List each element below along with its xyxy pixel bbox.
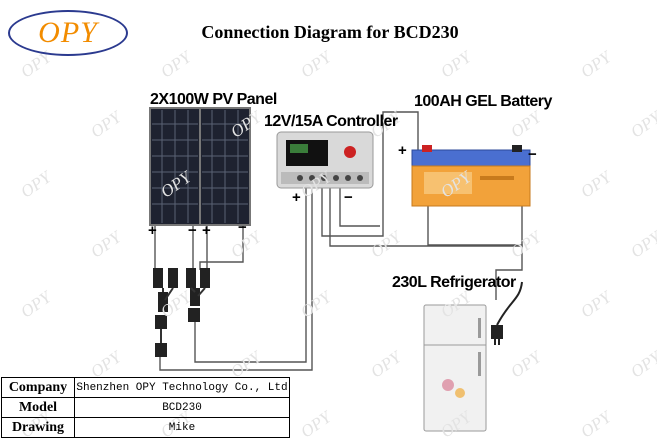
pv-panel-right [199,107,251,226]
panel-left-minus-sign: − [188,222,197,239]
info-key: Drawing [1,417,75,438]
refrigerator-label: 230L Refrigerator [392,274,516,291]
info-value: Mike [74,417,290,438]
battery-plus-sign: + [398,142,407,159]
controller-label: 12V/15A Controller [264,113,398,130]
logo-text: OPY [38,16,98,49]
battery-minus-sign: − [528,146,537,163]
table-row: Company Shenzhen OPY Technology Co., Ltd [1,377,290,398]
info-key: Model [1,397,75,418]
page-title: Connection Diagram for BCD230 [201,22,459,42]
info-key: Company [1,377,75,398]
table-row: Drawing Mike [1,417,290,438]
wire-pv-plus-to-controller [159,188,313,371]
wire-pv-minus-to-controller [194,188,307,363]
charge-controller [276,131,374,189]
info-value: Shenzhen OPY Technology Co., Ltd [74,377,290,398]
panel-right-minus-sign: − [238,219,247,236]
power-plug [491,281,523,345]
gel-battery [411,145,531,207]
panel-left-plus-sign: + [148,222,157,239]
controller-minus-sign: − [344,189,353,206]
table-row: Model BCD230 [1,397,290,418]
wire-controller-load [339,188,380,227]
info-table: Company Shenzhen OPY Technology Co., Ltd… [1,377,290,438]
opy-logo: OPY [8,10,128,56]
wire-battery-to-fridge [427,190,523,300]
info-value: BCD230 [74,397,290,418]
mc4-connectors [153,268,210,357]
pv-panel-label: 2X100W PV Panel [150,91,277,108]
battery-label: 100AH GEL Battery [414,93,552,110]
controller-plus-sign: + [292,189,301,206]
refrigerator [423,304,487,432]
pv-panel-left [149,107,201,226]
wire-controller-to-battery-plus [321,111,419,237]
wire-panel-minus [199,225,244,270]
panel-right-plus-sign: + [202,222,211,239]
